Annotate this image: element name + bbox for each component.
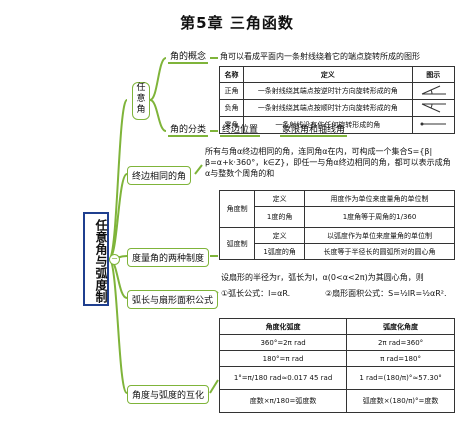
node-angle-classification: 角的分类 [168, 122, 209, 137]
zero-angle-diagram [411, 116, 456, 134]
angle-types-table: 名称 定义 图示 正角 一条射线绕其端点按逆时针方向旋转形成的角 负角 一条射线… [218, 66, 456, 134]
table-row: 1弧度的角 长度等于半径长的圆弧所对的圆心角 [220, 243, 455, 260]
table-header: 弧度化角度 [346, 318, 455, 335]
table-row: 角度制 定义 用度作为单位来度量角的单位制 [218, 190, 455, 228]
table-header: 角度化弧度 [218, 318, 348, 335]
table-row: 度数×π/180=弧度数 弧度数×(180/π)°=度数 [218, 389, 455, 413]
arc-sector-text: 设扇形的半径为r，弧长为l，α(0<α<2π)为其圆心角，则 [221, 273, 424, 282]
table-header: 名称 [218, 66, 245, 83]
table-row: 180°=π rad π rad=180° [218, 350, 455, 367]
node-terminal-position: 终边位置 [220, 122, 261, 137]
node-angle-concept: 角的概念 [168, 49, 209, 64]
positive-angle-diagram [411, 82, 456, 100]
angle-concept-text: 角可以看成平面内一条射线绕着它的端点旋转所成的图形 [220, 52, 420, 61]
table-header: 定义 [243, 66, 413, 83]
branch-degree-radian-conversion: 角度与弧度的互化 [127, 385, 210, 404]
arc-length-formula: ①弧长公式：l=αR. [221, 289, 291, 298]
branch-angle-measure-systems: 度量角的两种制度 [127, 248, 210, 267]
branch-any-angle: 任意角 [132, 82, 150, 120]
node-quadrant-angles: 象限角和轴线角 [280, 122, 348, 137]
coterminal-text: 所有与角α终边相同的角，连同角α在内，可构成一个集合S={β|β=α+k·360… [205, 147, 451, 178]
branch-arc-sector-formulas: 弧长与扇形面积公式 [127, 290, 219, 309]
table-row: 1度的角 1度角等于周角的1/360 [220, 206, 455, 228]
root-node: 任意角与弧度制 [83, 212, 109, 306]
table-header: 图示 [411, 66, 456, 83]
branch-coterminal-angles: 终边相同的角 [127, 166, 192, 185]
collapse-icon[interactable]: − [109, 254, 120, 265]
page-title: 第5章 三角函数 [180, 14, 294, 32]
table-row: 负角 一条射线绕其端点按顺时针方向旋转形成的角 [218, 99, 456, 117]
table-row: 正角 一条射线绕其端点按逆时针方向旋转形成的角 [218, 82, 456, 100]
negative-angle-diagram [411, 99, 456, 117]
table-row: 零角 一条射线没有作任何旋转形成的角 [218, 116, 456, 134]
table-row: 360°=2π rad 2π rad=360° [218, 334, 455, 351]
sector-area-formula: ②扇形面积公式：S=½lR=½αR². [325, 289, 447, 298]
table-row: 弧度制 定义 以弧度作为单位来度量角的单位制 [218, 227, 455, 260]
table-row: 1°=π/180 rad≈0.017 45 rad 1 rad=(180/π)°… [218, 366, 455, 390]
measure-systems-table: 角度制 定义 用度作为单位来度量角的单位制 1度的角 1度角等于周角的1/360… [218, 190, 455, 260]
conversion-table: 角度化弧度 弧度化角度 360°=2π rad 2π rad=360° 180°… [218, 318, 455, 413]
